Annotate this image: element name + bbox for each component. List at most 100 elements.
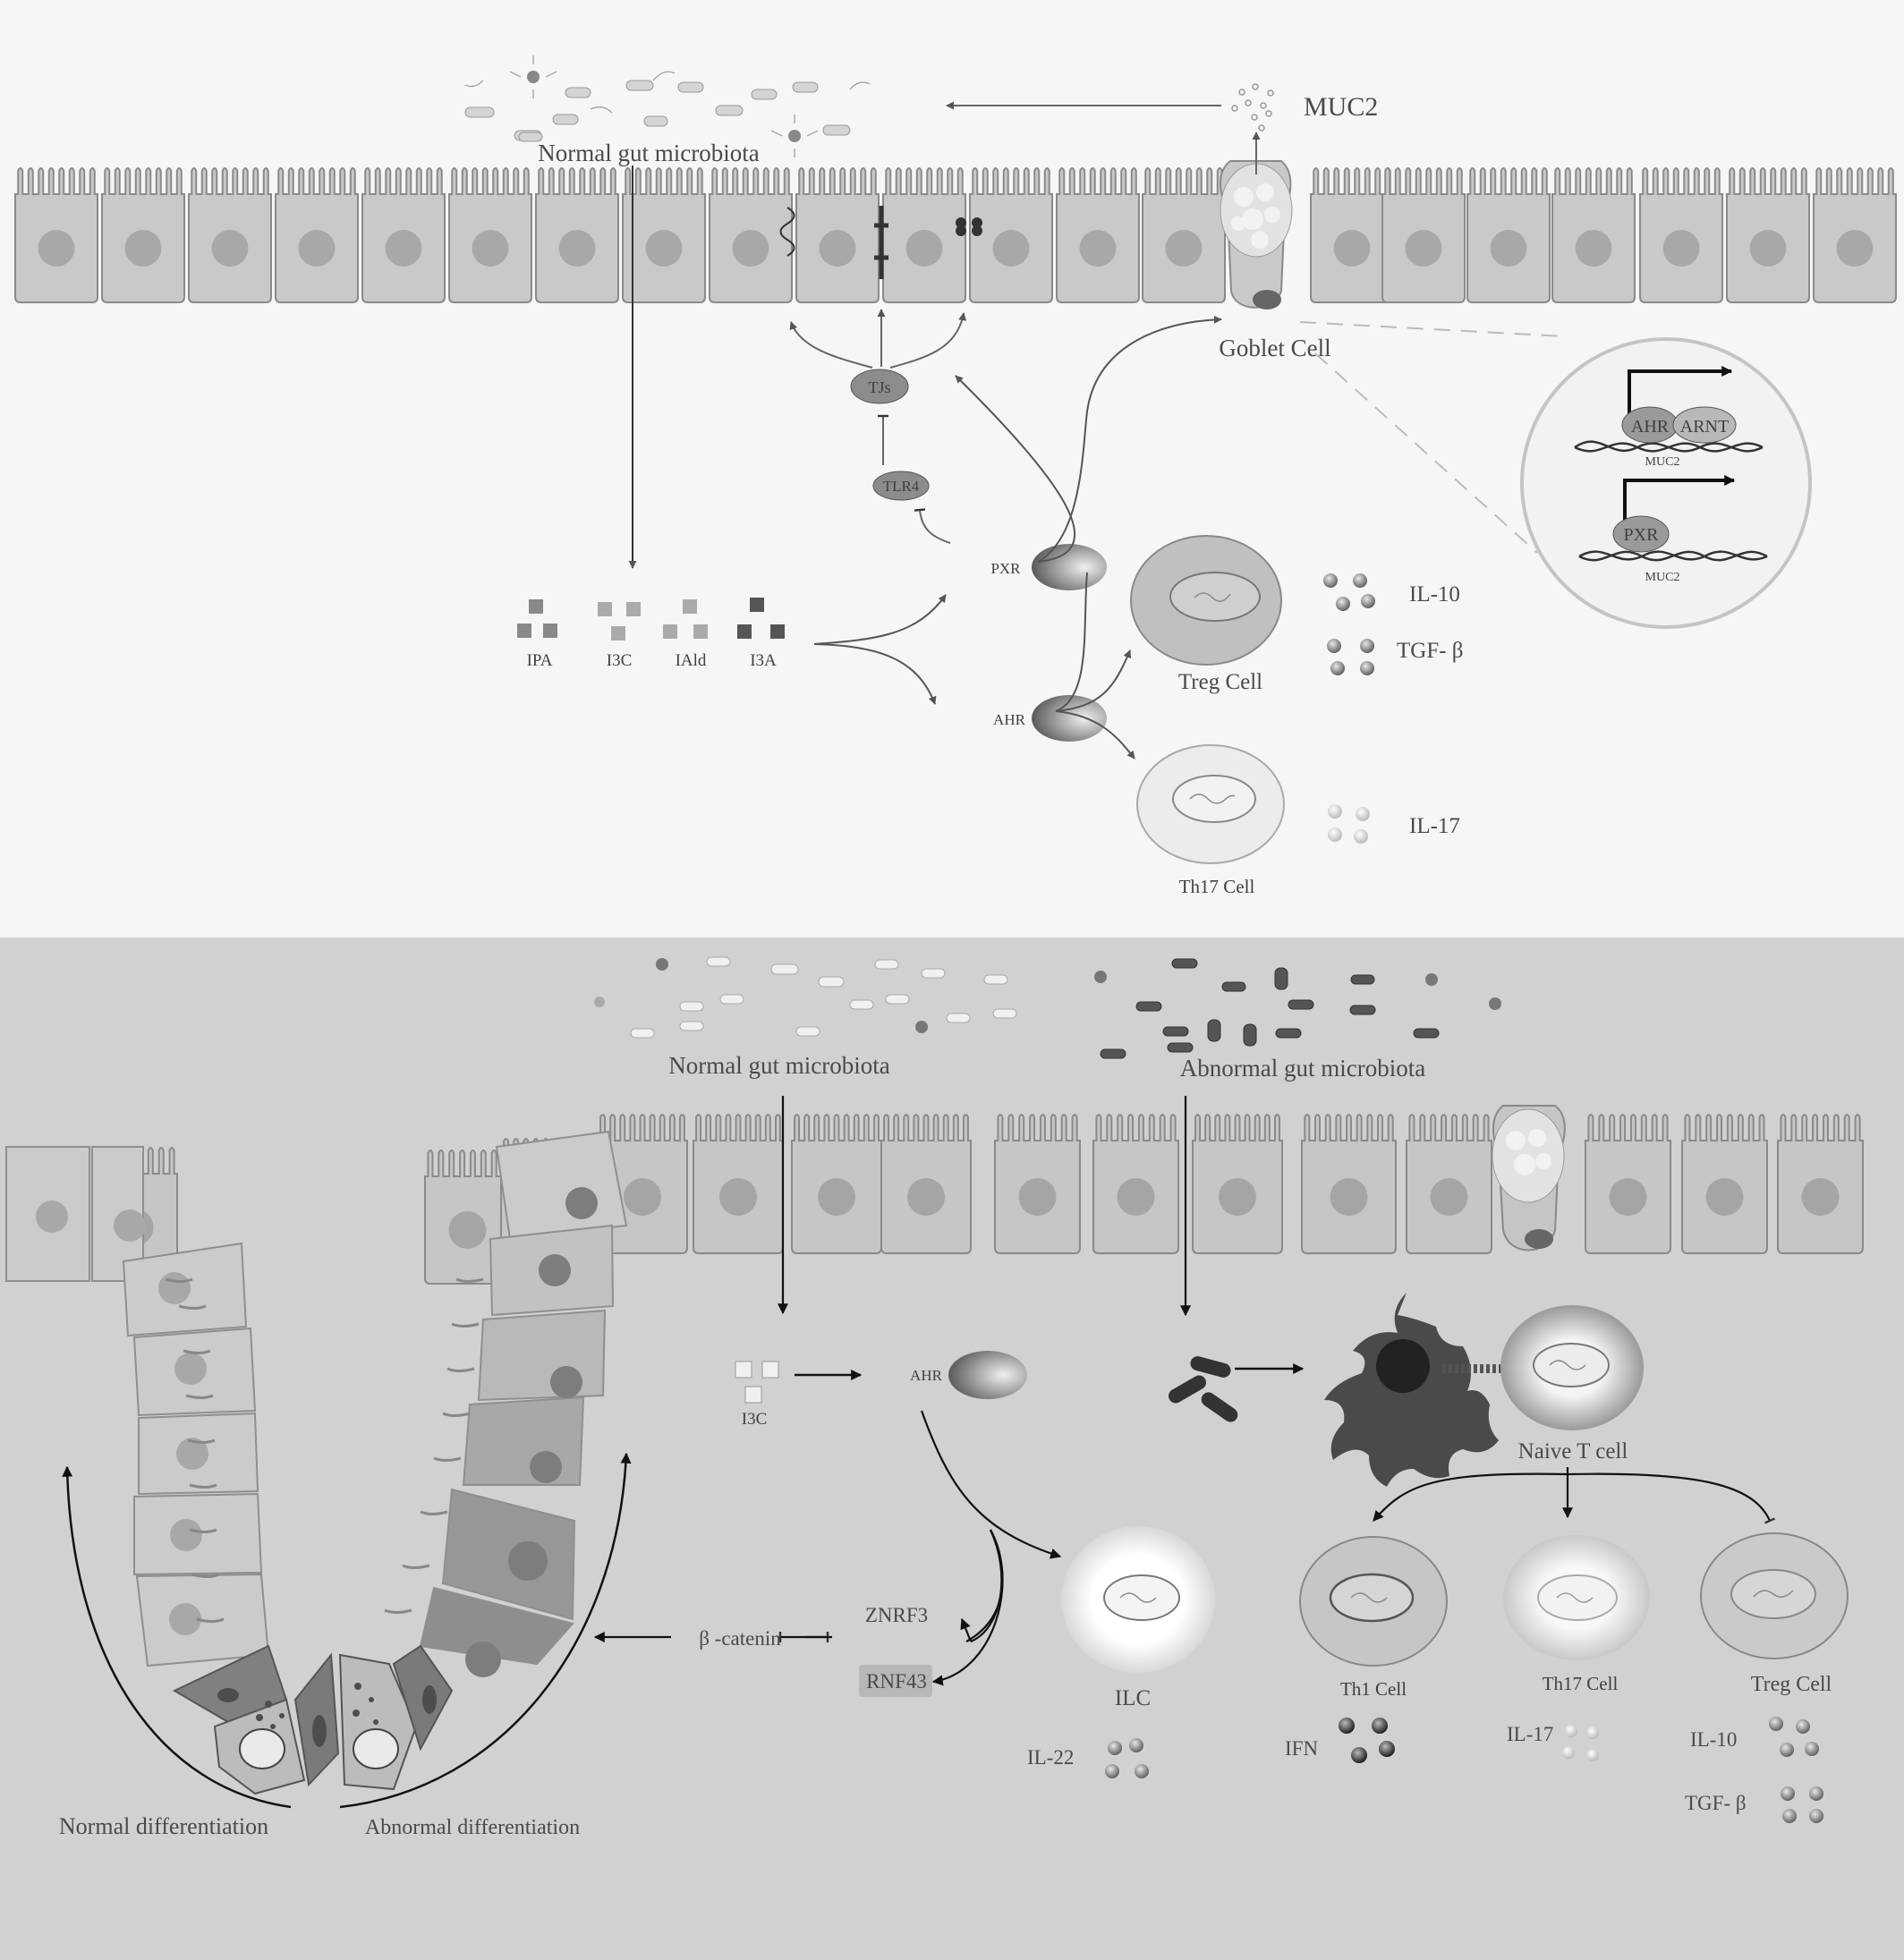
epithelial-cell [795, 167, 880, 303]
bottom-i3c-label: I3C [742, 1410, 768, 1429]
tjs-label: TJs [868, 378, 890, 396]
epithelial-cell [880, 1114, 972, 1254]
tgfb-label-bottom: TGF- β [1685, 1792, 1747, 1814]
normal-microbiota-cluster [464, 55, 871, 157]
tlr4-node [872, 471, 930, 501]
metabolite-iald: IAld [676, 651, 707, 670]
epithelial-cell [361, 167, 446, 303]
epithelial-cell [1681, 1114, 1768, 1254]
rnf43-box [859, 1665, 932, 1697]
epithelial-cell [994, 1114, 1081, 1254]
epithelial-cell [1777, 1114, 1864, 1254]
muc2-granules [1231, 83, 1274, 132]
th1-label: Th1 Cell [1340, 1678, 1407, 1700]
abnormal-microbiota-label: Abnormal gut microbiota [1180, 1055, 1425, 1082]
goblet-cell [1220, 160, 1293, 310]
bottom-panel-background [0, 938, 1904, 1960]
th17-cell-top [1136, 744, 1285, 864]
epithelial-cell [1585, 1114, 1671, 1254]
epithelial-cell [622, 167, 706, 303]
cytokine-dots-top [1323, 573, 1375, 844]
il17-label-top: IL-17 [1409, 814, 1460, 838]
metabolite-i3c: I3C [607, 651, 633, 670]
epithelial-cell [1301, 1114, 1397, 1254]
epithelial-cell [101, 167, 185, 303]
inset-pxr-label: PXR [1624, 525, 1660, 545]
th1-cell [1299, 1536, 1448, 1667]
epithelial-cell [1639, 167, 1723, 303]
il17-label-bottom: IL-17 [1507, 1723, 1553, 1745]
ilc-label: ILC [1115, 1686, 1151, 1710]
epithelial-cell [1381, 167, 1466, 303]
tjs-arrows [789, 309, 967, 544]
naive-t-cell [1500, 1305, 1644, 1430]
bottom-i3c-squares [735, 1361, 779, 1404]
treg-cell-top [1130, 535, 1282, 666]
epithelial-cell [1406, 1114, 1492, 1254]
abnormal-differentiation-label: Abnormal differentiation [365, 1816, 580, 1839]
tight-junction-proteins [779, 206, 982, 279]
top-pathway-arrows [628, 165, 1222, 759]
epithelial-cell [1056, 167, 1140, 303]
pdc-cell [1324, 1293, 1512, 1487]
normal-differentiation-label: Normal differentiation [59, 1813, 268, 1839]
il10-label-top: IL-10 [1409, 582, 1460, 607]
il22-label: IL-22 [1027, 1746, 1074, 1769]
il22-dots [1105, 1738, 1149, 1778]
inset-arnt-label: ARNT [1680, 417, 1729, 437]
pdc-label: pDC [1379, 1447, 1423, 1473]
ahr-signalling-arrows [593, 1410, 1062, 1686]
th17-label-top: Th17 Cell [1179, 876, 1255, 897]
top-epithelium [14, 167, 1897, 303]
pxr-label: PXR [990, 560, 1021, 577]
rnf43-label: RNF43 [866, 1670, 927, 1693]
indole-metabolites [517, 598, 785, 641]
epithelial-cell [1142, 167, 1226, 303]
th17-cell-bottom [1503, 1535, 1650, 1660]
epithelial-cell [1192, 1114, 1283, 1254]
differentiation-arrows [62, 1452, 632, 1809]
naive-t-cell-label: Naive T cell [1518, 1439, 1628, 1464]
epithelial-cell [709, 167, 793, 303]
bottom-ahr-receptor [866, 1351, 1027, 1400]
epithelial-cell [693, 1114, 784, 1254]
inset-muc2-bottom-label: MUC2 [1645, 571, 1680, 584]
bottom-normal-microbiota-label: Normal gut microbiota [668, 1052, 889, 1079]
tlr4-label: TLR4 [883, 478, 920, 495]
inset-ahr-label: AHR [1631, 417, 1670, 437]
metabolite-i3a: I3A [750, 651, 777, 670]
bottom-normal-microbiota [594, 956, 1017, 1039]
il10-label-bottom: IL-10 [1690, 1728, 1737, 1751]
t-cell-differentiation-arrows [1373, 1467, 1775, 1524]
epithelial-cell [188, 167, 272, 303]
epithelial-cell [882, 167, 966, 303]
pxr-receptor [957, 544, 1107, 591]
bottom-abnormal-microbiota [1094, 958, 1501, 1059]
muc2-label: MUC2 [1304, 92, 1378, 122]
treg-label-bottom: Treg Cell [1751, 1673, 1832, 1696]
th17-label-bottom: Th17 Cell [1543, 1673, 1619, 1694]
epithelial-cell [1726, 167, 1810, 303]
bottom-down-arrows [778, 1096, 1191, 1317]
metabolite-ipa: IPA [527, 651, 553, 670]
epithelial-cell [1092, 1114, 1179, 1254]
treg-label-top: Treg Cell [1178, 670, 1262, 694]
ahr-label: AHR [993, 711, 1026, 728]
tjs-node [850, 369, 909, 404]
goblet-cell-label: Goblet Cell [1219, 335, 1330, 361]
inset-muc2-top-label: MUC2 [1645, 455, 1680, 469]
ilc-cell [1061, 1526, 1215, 1673]
epithelial-cell [535, 167, 619, 303]
intestinal-crypt [5, 1130, 628, 1795]
epithelial-cell [275, 167, 359, 303]
transcription-inset [1299, 321, 1812, 629]
epithelial-cell [448, 167, 532, 303]
tgfb-label-top: TGF- β [1397, 639, 1464, 663]
epithelial-cell [1466, 167, 1551, 303]
epithelial-cell [1813, 167, 1897, 303]
treg-cell-bottom [1700, 1532, 1849, 1659]
ahr-receptor [957, 695, 1107, 742]
epithelial-cell [14, 167, 98, 303]
